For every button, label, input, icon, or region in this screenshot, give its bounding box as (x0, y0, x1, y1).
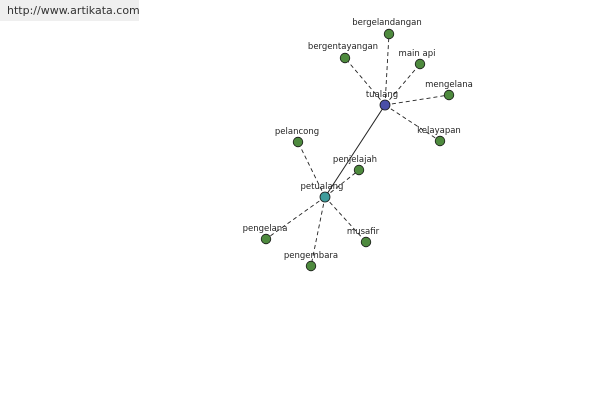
node-pengelana[interactable] (260, 233, 272, 245)
node-pelancong[interactable] (292, 136, 304, 148)
edge-petualang-pengembara (310, 196, 326, 267)
node-main-api[interactable] (414, 58, 426, 70)
node-tualang[interactable] (379, 99, 391, 111)
label-pengembara: pengembara (284, 251, 338, 261)
edge-tualang-main-api (384, 63, 421, 106)
node-bergentayangan[interactable] (339, 52, 351, 64)
link-tualang-petualang (324, 104, 386, 198)
edge-tualang-bergelandangan (384, 33, 390, 106)
node-pengembara[interactable] (305, 260, 317, 272)
node-musafir[interactable] (360, 236, 372, 248)
edge-tualang-mengelana (384, 94, 450, 106)
label-bergelandangan: bergelandangan (352, 18, 422, 28)
label-tualang: tualang (366, 90, 398, 100)
label-mengelana: mengelana (425, 80, 473, 90)
label-petualang: petualang (301, 182, 344, 192)
node-mengelana[interactable] (443, 89, 455, 101)
edge-layer (265, 33, 450, 267)
edge-petualang-musafir (324, 196, 367, 243)
label-penjelajah: penjelajah (333, 155, 377, 165)
node-petualang[interactable] (319, 191, 331, 203)
label-pengelana: pengelana (243, 224, 288, 234)
edge-petualang-penjelajah (324, 169, 360, 198)
node-kelayapan[interactable] (434, 135, 446, 147)
edge-tualang-kelayapan (384, 104, 441, 142)
label-layer: bergelandangan bergentayangan main api meng… (243, 18, 473, 261)
edge-petualang-pelancong (297, 141, 326, 198)
label-pelancong: pelancong (275, 127, 319, 137)
label-musafir: musafir (347, 227, 380, 237)
label-kelayapan: kelayapan (417, 126, 461, 136)
node-bergelandangan[interactable] (383, 28, 395, 40)
site-url-label: http://www.artikata.com (0, 0, 140, 21)
label-bergentayangan: bergentayangan (308, 42, 378, 52)
node-penjelajah[interactable] (353, 164, 365, 176)
label-main-api: main api (399, 49, 436, 59)
edge-tualang-bergentayangan (344, 57, 386, 106)
node-layer (260, 28, 455, 272)
edge-petualang-pengelana (265, 196, 326, 240)
